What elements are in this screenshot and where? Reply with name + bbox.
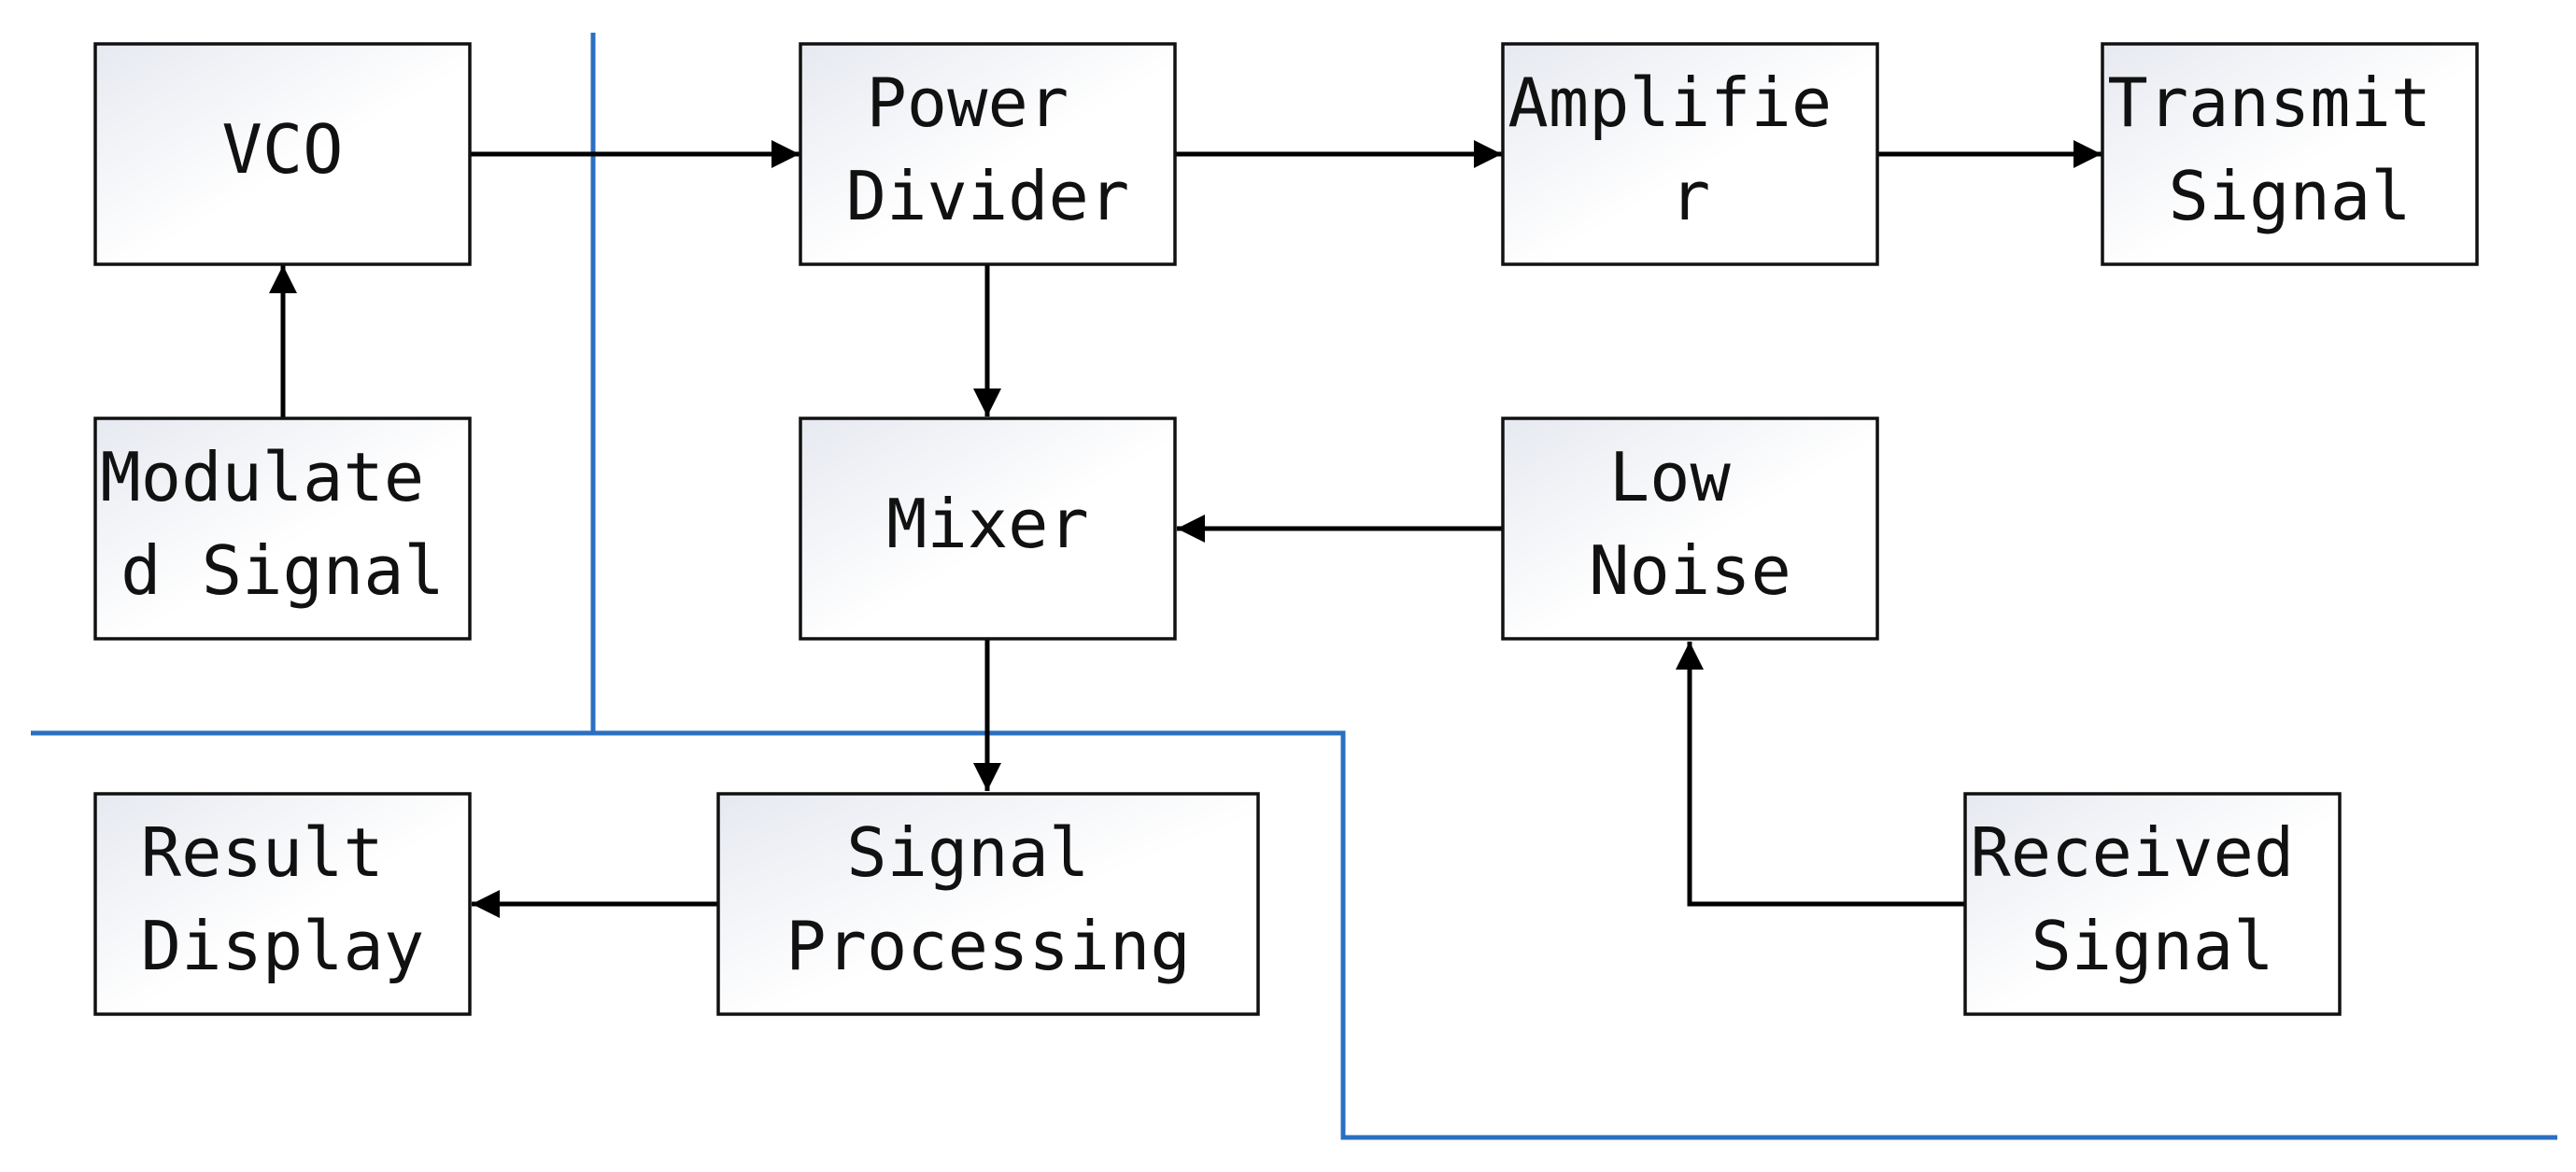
svg-text:Modulate d Signal: Modulate d Signal — [100, 438, 464, 610]
transmit-signal-label-line1: Transmit — [2107, 64, 2431, 142]
signal-processing-label-line2: Processing — [786, 907, 1190, 985]
received-signal-block: Received Signal — [1963, 792, 2342, 1016]
svg-text:Power Divider: Power Divider — [846, 64, 1129, 235]
modulated-signal-block: Modulate d Signal — [93, 417, 472, 641]
modulated-signal-label-line1: Modulate — [100, 438, 424, 516]
low-noise-label-line1: Low — [1609, 438, 1732, 516]
vco-label: VCO — [221, 110, 343, 189]
transmit-signal-label-line2: Signal — [2168, 157, 2411, 235]
amplifier-block: Amplifie r — [1501, 42, 1879, 266]
result-display-label-line1: Result — [141, 813, 384, 892]
low-noise-block: Low Noise — [1501, 417, 1879, 641]
svg-text:Mixer: Mixer — [886, 485, 1089, 563]
low-noise-label-line2: Noise — [1589, 531, 1791, 610]
svg-text:Low Noise: Low Noise — [1589, 438, 1791, 610]
transmit-signal-block: Transmit Signal — [2101, 42, 2479, 266]
signal-processing-block: Signal Processing — [716, 792, 1260, 1016]
power-divider-label-line1: Power — [866, 64, 1069, 142]
mixer-block: Mixer — [799, 417, 1177, 641]
received-signal-label-line2: Signal — [2031, 907, 2273, 985]
amplifier-label-line2: r — [1670, 157, 1710, 235]
svg-text:Amplifie r: Amplifie r — [1507, 64, 1872, 235]
svg-text:Received Signal: Received Signal — [1970, 813, 2334, 985]
svg-text:Transmit Signal: Transmit Signal — [2107, 64, 2471, 235]
signal-processing-label-line1: Signal — [846, 813, 1089, 892]
amplifier-label-line1: Amplifie — [1507, 64, 1832, 142]
power-divider-block: Power Divider — [799, 42, 1177, 266]
svg-text:VCO: VCO — [221, 110, 343, 189]
received-signal-label-line1: Received — [1970, 813, 2294, 892]
divider-line-horizontal — [31, 730, 2557, 1140]
svg-text:Result Display: Result Display — [141, 813, 424, 985]
vco-block: VCO — [93, 42, 472, 266]
arrow-received-signal-to-low-noise — [1676, 642, 1964, 907]
result-display-label-line2: Display — [141, 907, 424, 985]
mixer-label: Mixer — [886, 485, 1089, 563]
power-divider-label-line2: Divider — [846, 157, 1129, 235]
modulated-signal-label-line2: d Signal — [120, 531, 445, 610]
result-display-block: Result Display — [93, 792, 472, 1016]
svg-text:Signal Processing: Signal Processing — [786, 813, 1190, 985]
